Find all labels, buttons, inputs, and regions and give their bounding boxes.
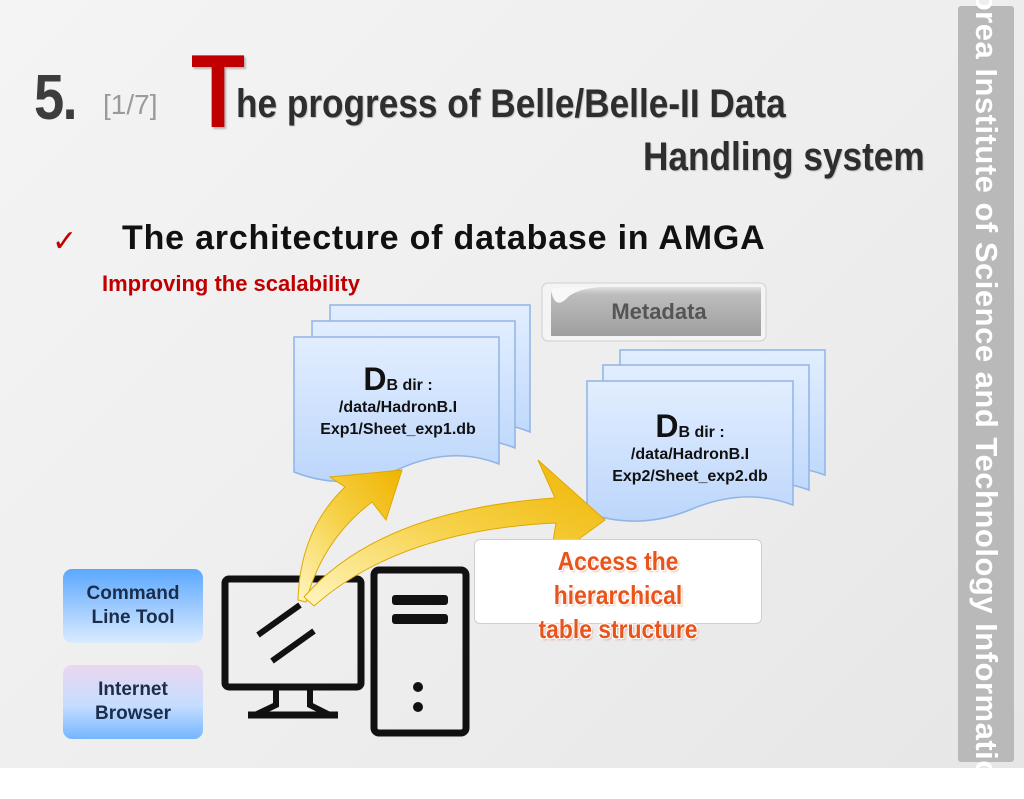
computer-icon	[221, 566, 470, 737]
db2-path-line-1: /data/HadronB.I	[630, 446, 750, 463]
checkmark-icon: ✓	[52, 224, 78, 259]
title-initial: T	[191, 34, 246, 150]
slide-background: Korea Institute of Science and Technolog…	[0, 0, 1024, 768]
db1-document-stack	[293, 304, 531, 483]
db2-label: B dir :	[678, 424, 725, 441]
command-line-label-2: Line Tool	[91, 607, 175, 628]
access-callout: Access the hierarchical table structure	[474, 539, 762, 644]
db2-path-line-2: Exp2/Sheet_exp2.db	[612, 468, 768, 485]
db1-label: B dir :	[386, 377, 433, 394]
metadata-label: Metadata	[611, 299, 707, 324]
section-number: 5.	[34, 61, 78, 133]
title-line-1: he progress of Belle/Belle-II Data	[236, 82, 786, 126]
arrow-to-db1	[297, 469, 403, 603]
db2-document-stack	[586, 349, 826, 522]
bullet-text: The architecture of database in AMGA	[122, 219, 766, 257]
db1-path-line-1: /data/HadronB.I	[338, 399, 458, 416]
side-banner: Korea Institute of Science and Technolog…	[958, 0, 1014, 799]
browser-label-2: Browser	[94, 703, 172, 724]
access-line-2: table structure	[538, 614, 698, 644]
sub-bullet-text: Improving the scalability	[102, 271, 360, 296]
browser-label-1: Internet	[98, 679, 168, 700]
db1-initial: D	[363, 361, 387, 397]
access-line-1: Access the hierarchical	[553, 546, 683, 610]
page-indicator: [1/7]	[103, 89, 158, 120]
command-line-label-1: Command	[86, 583, 180, 604]
db1-path-line-2: Exp1/Sheet_exp1.db	[320, 421, 476, 438]
db2-initial: D	[655, 408, 679, 444]
access-text: Access the hierarchical table structure	[492, 544, 744, 646]
metadata-box-shape	[541, 282, 767, 342]
metadata-box: Metadata	[541, 282, 767, 342]
arrows-layer	[297, 459, 606, 607]
title-line-2: Handling system	[643, 135, 925, 179]
db2-text: DB dir : /data/HadronB.I Exp2/Sheet_exp2…	[590, 410, 790, 488]
db1-text: DB dir : /data/HadronB.I Exp1/Sheet_exp1…	[297, 363, 499, 441]
